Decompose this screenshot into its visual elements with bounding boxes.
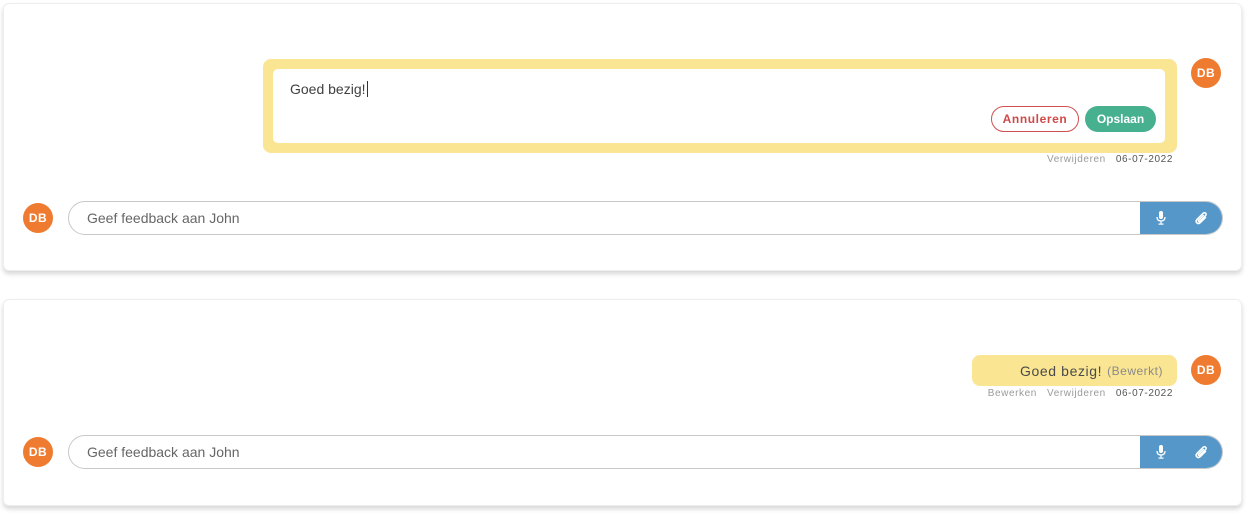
cancel-button[interactable]: Annuleren — [991, 106, 1079, 132]
avatar: DB — [1191, 355, 1221, 385]
feedback-card-editing: Goed bezig! Annuleren Opslaan DB Verwijd… — [3, 3, 1242, 271]
attachment-button[interactable] — [1181, 436, 1222, 468]
feedback-card-saved: Goed bezig! (Bewerkt) DB Bewerken Verwij… — [3, 299, 1242, 506]
comment-text: Goed bezig! — [1020, 362, 1103, 379]
comment-edit-text[interactable]: Goed bezig! — [290, 81, 368, 97]
comment-meta: Bewerken Verwijderen 06-07-2022 — [988, 388, 1173, 399]
feedback-input[interactable] — [69, 436, 1129, 468]
comment-date: 06-07-2022 — [1115, 154, 1173, 165]
feedback-input[interactable] — [69, 202, 1129, 234]
microphone-icon — [1155, 211, 1166, 225]
comment-date: 06-07-2022 — [1115, 388, 1173, 399]
delete-link[interactable]: Verwijderen — [1046, 154, 1106, 165]
paperclip-icon — [1195, 445, 1207, 459]
comment-meta: Verwijderen 06-07-2022 — [1047, 154, 1173, 165]
paperclip-icon — [1195, 211, 1207, 225]
comment-edit-box[interactable]: Goed bezig! Annuleren Opslaan — [273, 69, 1165, 143]
microphone-icon — [1155, 445, 1166, 459]
avatar: DB — [1191, 58, 1221, 88]
microphone-button[interactable] — [1140, 436, 1181, 468]
delete-link[interactable]: Verwijderen — [1046, 388, 1106, 399]
input-actions — [1140, 436, 1222, 468]
feedback-input-group — [68, 435, 1223, 469]
comment-bubble: Goed bezig! (Bewerkt) — [972, 355, 1177, 386]
text-caret — [366, 81, 368, 97]
composer-avatar: DB — [23, 203, 53, 233]
attachment-button[interactable] — [1181, 202, 1222, 234]
edited-label: (Bewerkt) — [1107, 363, 1163, 378]
composer-avatar: DB — [23, 437, 53, 467]
microphone-button[interactable] — [1140, 202, 1181, 234]
feedback-input-group — [68, 201, 1223, 235]
input-actions — [1140, 202, 1222, 234]
comment-edit-frame: Goed bezig! Annuleren Opslaan — [263, 59, 1177, 153]
save-button[interactable]: Opslaan — [1085, 106, 1156, 132]
edit-link[interactable]: Bewerken — [987, 388, 1037, 399]
